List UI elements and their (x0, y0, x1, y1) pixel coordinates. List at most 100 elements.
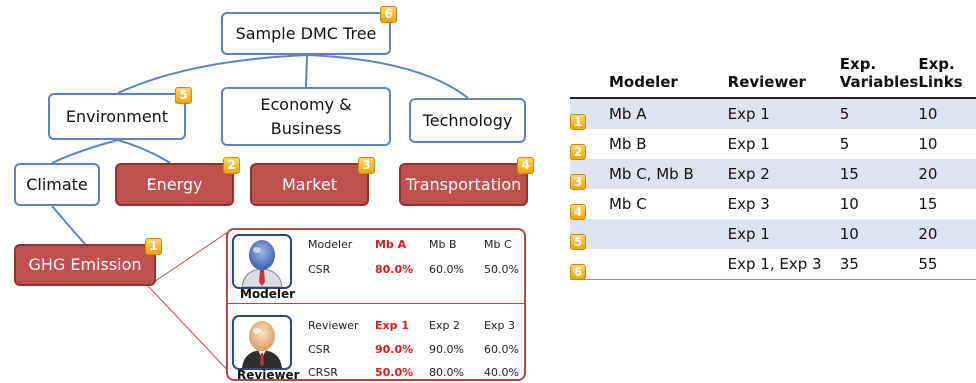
reviewer-csr-exp3: 60.0% (484, 343, 519, 356)
table-row: Mb A Exp 1 5 10 (570, 98, 976, 129)
modeler-header-mbc: Mb C (484, 238, 512, 251)
node-market[interactable]: Market 3 (250, 157, 375, 206)
modeler-csr-label: CSR (308, 263, 331, 276)
edge-root-economy (305, 54, 308, 88)
reviewer-header-exp1: Exp 1 (375, 319, 409, 332)
reviewer-crsr-exp1: 50.0% (375, 366, 414, 379)
cell-links: 55 (918, 249, 976, 280)
modeler-header-mba: Mb A (375, 238, 407, 251)
node-label-line2: Business (270, 118, 342, 138)
modeler-header-mbb: Mb B (429, 238, 457, 251)
node-label: Market (282, 174, 337, 194)
node-label: Transportation (405, 174, 522, 194)
modeler-csr-mbc: 50.0% (484, 263, 519, 276)
badge-1: 1 (145, 238, 162, 255)
row-badge-6: 6 (570, 264, 586, 280)
row-badge-3: 3 (570, 174, 586, 190)
callout-line-top (147, 231, 229, 287)
reviewer-csr-exp2: 90.0% (429, 343, 464, 356)
row-badge-2: 2 (570, 144, 586, 160)
table-header-row: Modeler Reviewer Exp. Variables Exp. Lin… (570, 54, 976, 99)
badge-5: 5 (175, 87, 192, 104)
cell-reviewer: Exp 1, Exp 3 (727, 249, 840, 280)
row-badge-4: 4 (570, 204, 586, 220)
cell-links: 10 (918, 98, 976, 129)
row-badge-5: 5 (570, 234, 586, 250)
table-row: Mb B Exp 1 5 10 (570, 129, 976, 159)
node-ghg-emission[interactable]: GHG Emission 1 (14, 238, 162, 286)
table-row: Exp 1 10 20 (570, 219, 976, 249)
node-sample-dmc-tree[interactable]: Sample DMC Tree 6 (221, 6, 397, 55)
edge-environment-climate (51, 139, 119, 164)
node-label: GHG Emission (28, 255, 142, 274)
header-badge (570, 54, 609, 99)
cell-modeler: Mb C (608, 195, 647, 213)
cell-modeler (608, 249, 728, 280)
node-climate[interactable]: Climate (14, 163, 100, 206)
reviewer-header-label: Reviewer (308, 319, 359, 332)
reviewer-csr-label: CSR (308, 343, 331, 356)
badge-2: 2 (223, 157, 240, 174)
cell-variables: 10 (839, 195, 859, 213)
badge-4: 4 (517, 157, 534, 174)
node-label: Sample DMC Tree (235, 23, 377, 43)
reviewer-header-exp2: Exp 2 (429, 319, 460, 332)
assignment-table: Modeler Reviewer Exp. Variables Exp. Lin… (570, 54, 976, 280)
table-row: Exp 1, Exp 3 35 55 (570, 249, 976, 280)
edge-root-environment (117, 54, 308, 94)
reviewer-avatar (232, 315, 292, 370)
cell-modeler: Mb B (608, 135, 647, 153)
header-modeler: Modeler (608, 54, 728, 99)
badge-3: 3 (358, 157, 375, 174)
row-badge-1: 1 (570, 114, 586, 130)
edge-climate-ghg (51, 205, 86, 245)
reviewer-csr-exp1: 90.0% (375, 343, 414, 356)
cell-variables: 15 (839, 159, 919, 189)
node-transportation[interactable]: Transportation 4 (399, 157, 534, 206)
node-label-line1: Economy & (260, 94, 352, 114)
cell-links: 20 (918, 219, 976, 249)
node-label: Environment (65, 106, 169, 126)
ghg-detail-popup: Modeler Modeler Mb A Mb B Mb C CSR 80.0%… (226, 228, 526, 382)
cell-reviewer: Exp 1 (727, 219, 840, 249)
node-economy-business[interactable]: Economy & Business (221, 87, 391, 146)
reviewer-crsr-exp3: 40.0% (484, 366, 519, 379)
modeler-header-label: Modeler (308, 238, 353, 251)
node-environment[interactable]: Environment 5 (48, 87, 192, 140)
node-label: Energy (146, 174, 203, 194)
header-exp-variables: Exp. Variables (839, 54, 919, 99)
cell-variables: 35 (839, 249, 919, 280)
cell-reviewer: Exp 3 (727, 195, 770, 213)
edge-environment-energy (117, 139, 171, 164)
modeler-avatar (232, 234, 292, 289)
cell-reviewer: Exp 1 (727, 98, 840, 129)
cell-reviewer: Exp 1 (727, 135, 770, 153)
badge-6: 6 (380, 6, 397, 23)
node-energy[interactable]: Energy 2 (115, 157, 240, 206)
cell-links: 20 (918, 159, 976, 189)
edge-root-technology (306, 54, 469, 99)
header-exp-links: Exp. Links (918, 54, 976, 99)
table-row: Mb C Exp 3 10 15 (570, 189, 976, 219)
cell-modeler (608, 219, 728, 249)
reviewer-crsr-label: CRSR (308, 366, 338, 379)
node-technology[interactable]: Technology (409, 98, 526, 143)
modeler-csr-mbb: 60.0% (429, 263, 464, 276)
reviewer-crsr-exp2: 80.0% (429, 366, 464, 379)
cell-variables: 5 (839, 135, 850, 153)
cell-variables: 10 (839, 219, 919, 249)
cell-modeler: Mb C, Mb B (608, 159, 728, 189)
modeler-caption: Modeler (240, 287, 296, 301)
table-row: Mb C, Mb B Exp 2 15 20 (570, 159, 976, 189)
cell-modeler: Mb A (608, 98, 728, 129)
reviewer-caption: Reviewer (237, 368, 300, 382)
callout-line-bottom (147, 285, 236, 379)
reviewer-person-icon (242, 321, 282, 368)
node-label: Climate (26, 174, 88, 194)
reviewer-header-exp3: Exp 3 (484, 319, 515, 332)
popup-divider (228, 303, 524, 304)
modeler-csr-mba: 80.0% (375, 263, 414, 276)
cell-reviewer: Exp 2 (727, 159, 840, 189)
cell-links: 10 (918, 135, 938, 153)
